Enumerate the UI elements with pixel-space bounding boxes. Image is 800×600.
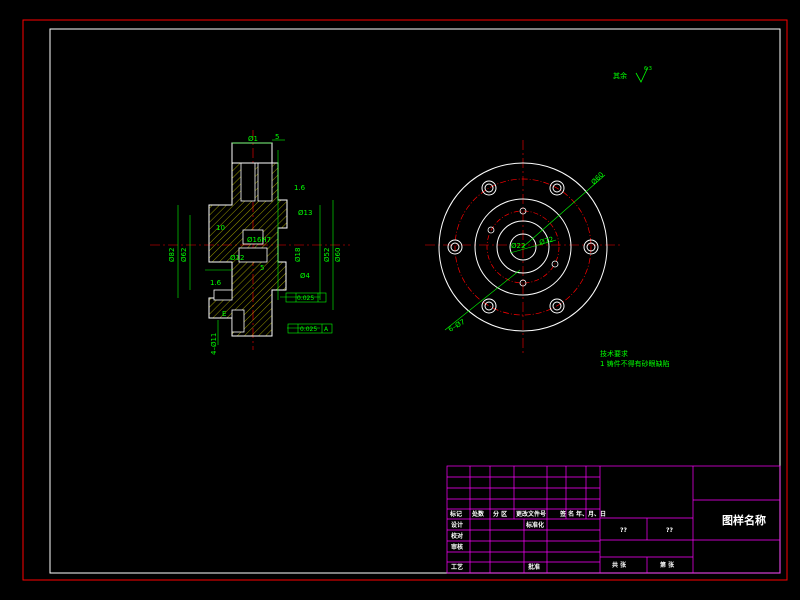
- svg-text:设计: 设计: [451, 521, 463, 529]
- dim-inner: Ø72: [538, 235, 554, 246]
- svg-text:工艺: 工艺: [451, 563, 463, 571]
- dim-18: Ø18: [294, 248, 302, 262]
- tech-requirements: 技术要求 1 铸件不得有砂眼缺陷: [600, 349, 670, 368]
- dim-10: 10: [216, 224, 225, 232]
- dim-pcd: Ø60: [590, 171, 606, 187]
- svg-text:??: ??: [620, 527, 627, 534]
- svg-text:??: ??: [666, 527, 673, 534]
- svg-text:批准: 批准: [528, 563, 540, 571]
- svg-text:标准化: 标准化: [525, 521, 544, 529]
- roughness-symbol-icon: [635, 66, 649, 83]
- dim-holes: 6–Ø7: [447, 318, 467, 334]
- dim-h7: Ø16H7: [247, 236, 271, 244]
- svg-text:分 区: 分 区: [493, 510, 507, 518]
- dim-52: Ø52: [323, 248, 331, 262]
- svg-text:年、月、日: 年、月、日: [576, 510, 606, 518]
- svg-text:第 张: 第 张: [659, 561, 675, 569]
- dim-62: Ø62: [180, 248, 188, 262]
- tech-title: 技术要求: [600, 349, 628, 358]
- plan-view: Ø60 Ø22 Ø72 6–Ø7: [425, 140, 620, 355]
- dim-small: 1.6: [210, 279, 222, 287]
- tech-item-1: 1 铸件不得有砂眼缺陷: [600, 359, 670, 368]
- dim-12: Ø12: [230, 254, 244, 262]
- svg-text:签 名: 签 名: [559, 510, 574, 518]
- dim-mid: Ø4: [300, 272, 311, 280]
- dim-e: E: [222, 310, 226, 318]
- svg-text:共 张: 共 张: [612, 561, 627, 569]
- roughness-note: 其余 6.3: [613, 66, 652, 83]
- dim-bottom: 4–Ø11: [210, 333, 218, 355]
- dim-angle: 1.6: [294, 184, 306, 192]
- tolerance-frame-2: 0.025 A: [287, 323, 333, 334]
- dim-82: Ø82: [168, 248, 176, 262]
- svg-text:处数: 处数: [471, 510, 485, 518]
- roughness-label: 其余: [613, 71, 627, 80]
- bolt-holes: [447, 180, 599, 314]
- svg-text:校对: 校对: [451, 532, 463, 540]
- svg-text:0.025: 0.025: [300, 326, 317, 333]
- dim-13: Ø13: [298, 209, 312, 217]
- section-view: Ø1 5 1.6 Ø13 10 Ø16H7 Ø12 5 Ø82 Ø62 Ø52 …: [150, 130, 350, 355]
- svg-text:审核: 审核: [451, 543, 463, 551]
- svg-text:更改文件号: 更改文件号: [516, 510, 546, 518]
- svg-text:6.3: 6.3: [644, 66, 652, 72]
- dim-bore: Ø22: [511, 242, 525, 250]
- tolerance-frame-1: 0.025: [285, 292, 327, 303]
- svg-text:A: A: [324, 326, 329, 333]
- title-block: 标记 处数 分 区 更改文件号 签 名 年、月、日 设计 标准化 校对 审核 工…: [446, 465, 781, 574]
- svg-text:标记: 标记: [449, 510, 462, 518]
- dim-top-right: 5: [275, 133, 279, 141]
- svg-text:0.025: 0.025: [297, 295, 314, 302]
- inner-frame: [49, 28, 781, 574]
- dim-gap: 5: [260, 264, 264, 272]
- drawing-name: 图样名称: [722, 513, 766, 527]
- outer-border: [22, 19, 788, 581]
- dim-top: Ø1: [248, 135, 258, 143]
- dim-60: Ø60: [334, 248, 342, 262]
